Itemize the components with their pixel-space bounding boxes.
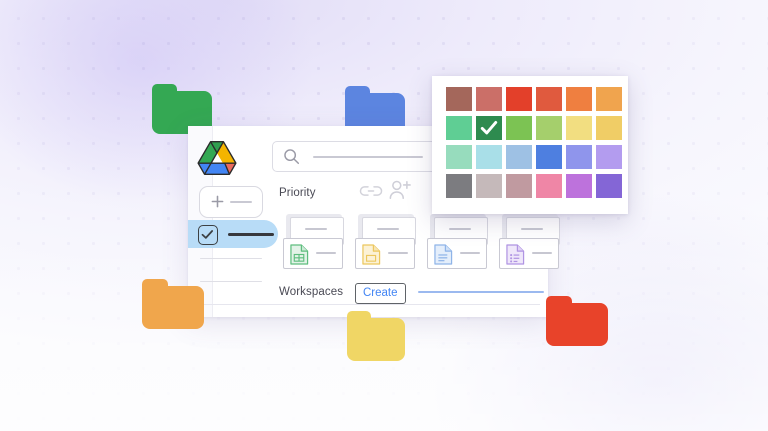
slides-file-card[interactable] — [354, 214, 416, 269]
color-swatch[interactable] — [446, 145, 472, 169]
sidebar-item-row[interactable] — [200, 281, 262, 283]
color-swatch[interactable] — [536, 87, 562, 111]
card-top-line — [449, 228, 471, 230]
color-swatch[interactable] — [596, 116, 622, 140]
folder-body — [347, 318, 405, 361]
color-swatch[interactable] — [566, 145, 592, 169]
color-swatch[interactable] — [536, 145, 562, 169]
new-button-label-line — [230, 201, 252, 203]
docs-icon — [434, 244, 453, 265]
checkbox-icon[interactable] — [198, 225, 218, 245]
slides-icon — [362, 244, 381, 265]
plus-icon — [211, 195, 224, 208]
folder-body — [546, 303, 608, 346]
sidebar-item-active[interactable] — [188, 220, 278, 248]
color-swatch[interactable] — [446, 87, 472, 111]
search-icon — [283, 148, 300, 165]
card-bottom — [499, 238, 559, 269]
color-swatch[interactable] — [506, 87, 532, 111]
color-swatch[interactable] — [536, 174, 562, 198]
sidebar-item-label-line — [228, 233, 274, 236]
sheets-file-card[interactable] — [282, 214, 344, 269]
yellow-folder — [347, 311, 405, 361]
color-swatch[interactable] — [476, 87, 502, 111]
panel-divider — [200, 304, 540, 306]
color-swatch[interactable] — [476, 174, 502, 198]
card-bottom — [283, 238, 343, 269]
forms-file-card[interactable] — [498, 214, 560, 269]
add-person-icon[interactable] — [388, 179, 412, 206]
check-icon — [480, 120, 498, 135]
card-bottom-line — [460, 252, 480, 254]
card-top-line — [305, 228, 327, 230]
search-placeholder-line — [313, 156, 423, 158]
color-swatch[interactable] — [446, 116, 472, 140]
color-swatch[interactable] — [596, 174, 622, 198]
workspaces-line — [418, 291, 544, 293]
priority-label: Priority — [279, 187, 316, 199]
color-swatch[interactable] — [506, 174, 532, 198]
file-card-list — [282, 214, 560, 269]
link-icon[interactable] — [359, 184, 383, 203]
color-swatch[interactable] — [446, 174, 472, 198]
color-swatch[interactable] — [596, 87, 622, 111]
card-top-line — [521, 228, 543, 230]
card-bottom — [355, 238, 415, 269]
sidebar-item-row[interactable] — [200, 258, 262, 260]
new-button[interactable] — [199, 186, 263, 218]
card-bottom-line — [388, 252, 408, 254]
card-bottom — [427, 238, 487, 269]
red-folder — [546, 296, 608, 346]
color-swatch[interactable] — [506, 116, 532, 140]
color-swatch[interactable] — [566, 174, 592, 198]
create-button[interactable]: Create — [355, 283, 406, 304]
color-swatch[interactable] — [566, 116, 592, 140]
color-swatch[interactable] — [566, 87, 592, 111]
docs-file-card[interactable] — [426, 214, 488, 269]
card-top-line — [377, 228, 399, 230]
color-swatch[interactable] — [536, 116, 562, 140]
forms-icon — [506, 244, 525, 265]
folder-body — [142, 286, 204, 329]
color-swatch-grid[interactable] — [446, 87, 622, 198]
card-bottom-line — [316, 252, 336, 254]
color-picker-popup[interactable] — [432, 76, 628, 214]
color-swatch[interactable] — [476, 145, 502, 169]
google-drive-logo — [196, 140, 238, 176]
sheets-icon — [290, 244, 309, 265]
card-bottom-line — [532, 252, 552, 254]
color-swatch[interactable] — [506, 145, 532, 169]
color-swatch[interactable] — [596, 145, 622, 169]
color-swatch-selected[interactable] — [476, 116, 502, 140]
orange-folder — [142, 279, 204, 329]
workspaces-label: Workspaces — [279, 286, 344, 298]
